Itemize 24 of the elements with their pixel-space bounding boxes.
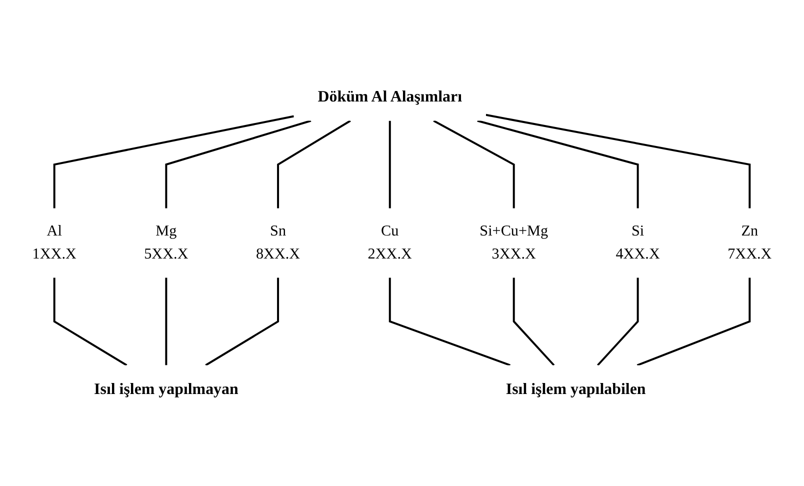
node-text: Isıl işlem yapılabilen bbox=[506, 380, 646, 398]
connector bbox=[596, 278, 639, 366]
node-text: Döküm Al Alaşımları bbox=[318, 88, 462, 106]
connector bbox=[53, 278, 128, 366]
node-text: Cu 2XX.X bbox=[368, 222, 412, 262]
connector bbox=[636, 278, 751, 366]
node-text: Isıl işlem yapılmayan bbox=[94, 380, 238, 398]
connector bbox=[388, 120, 391, 208]
connector bbox=[477, 120, 639, 208]
connector bbox=[53, 115, 294, 208]
connector bbox=[486, 114, 751, 208]
connector bbox=[165, 120, 312, 208]
connector bbox=[433, 120, 515, 208]
connector bbox=[205, 278, 280, 366]
node-text: Zn 7XX.X bbox=[728, 222, 772, 262]
connector bbox=[165, 278, 168, 366]
node-text: Sn 8XX.X bbox=[256, 222, 300, 262]
node-text: Al 1XX.X bbox=[32, 222, 76, 262]
node-text: Mg 5XX.X bbox=[144, 222, 188, 262]
connector bbox=[388, 278, 511, 366]
node-text: Si+Cu+Mg 3XX.X bbox=[480, 222, 548, 262]
node-text: Si 4XX.X bbox=[616, 222, 660, 262]
connector bbox=[277, 120, 351, 208]
connector bbox=[512, 278, 555, 366]
